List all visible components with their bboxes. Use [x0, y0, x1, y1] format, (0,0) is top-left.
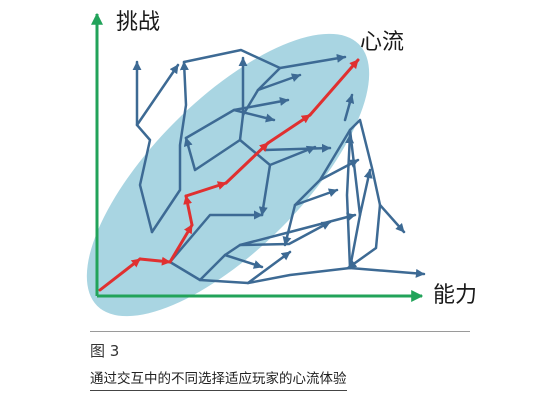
choice-arrows: [132, 48, 426, 285]
flow-channel-ellipse: [86, 33, 370, 317]
divider: [90, 331, 470, 332]
flow-diagram: [86, 12, 426, 317]
y-axis-label: 挑战: [116, 10, 161, 35]
figure-caption: 通过交互中的不同选择适应玩家的心流体验: [90, 372, 347, 391]
flow-label: 心流: [360, 30, 405, 55]
x-axis-label: 能力: [433, 283, 478, 308]
figure-number: 图 3: [90, 342, 120, 360]
flow-path: [98, 58, 360, 292]
